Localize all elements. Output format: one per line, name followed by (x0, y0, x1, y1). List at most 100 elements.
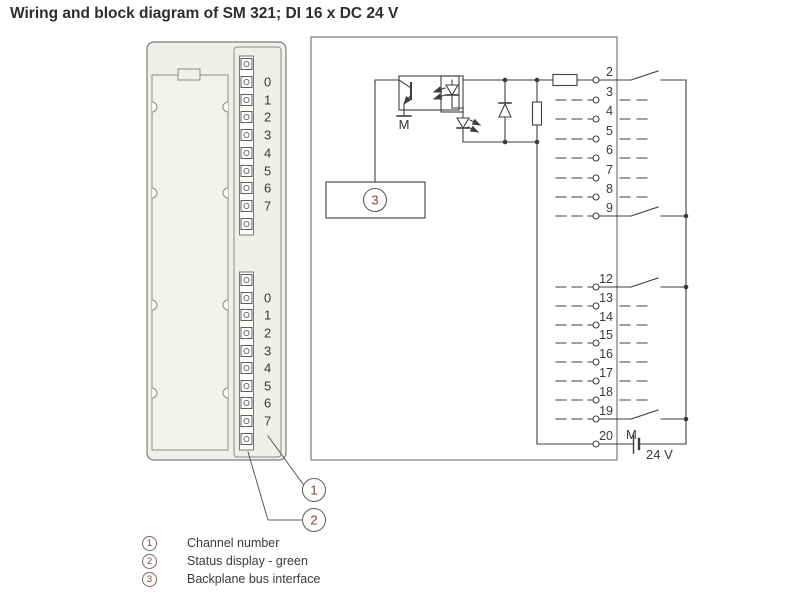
terminal-points (592, 76, 600, 448)
led-indicator (240, 362, 253, 374)
led-indicator (240, 380, 253, 392)
channel-label: 7 (264, 199, 271, 214)
legend: 1 Channel number 2 Status display - gree… (142, 534, 320, 588)
led-indicator (240, 147, 253, 159)
callout-2-leader (247, 451, 303, 521)
terminal-number: 16 (599, 347, 613, 361)
battery-24v-icon (598, 434, 687, 454)
callouts (247, 435, 326, 532)
callout-1-circle (302, 478, 326, 502)
opto-light-arrow (432, 86, 446, 93)
terminal-number: 14 (599, 310, 613, 324)
led-light-arrow (469, 118, 481, 126)
block-diagram-border (310, 36, 618, 461)
module-front-panel (151, 74, 229, 451)
callout-1-leader (267, 435, 304, 485)
led-strip-bottom (239, 271, 254, 451)
transistor-emitter (403, 94, 412, 105)
led-indicator (240, 94, 253, 106)
supply-voltage-label: 24 V (646, 447, 673, 462)
legend-item-channel-number: 1 Channel number (142, 534, 320, 552)
channel-label: 4 (264, 146, 271, 161)
channel-label: 3 (264, 344, 271, 359)
channel-label: 5 (264, 379, 271, 394)
legend-circle-3: 3 (142, 571, 157, 587)
repeated-channel-dashes-outside (619, 99, 648, 401)
junction-dots (502, 77, 689, 422)
input-resistor-vertical (531, 79, 543, 445)
callout-2-circle (302, 508, 326, 532)
module-front-view: 0 1 2 3 4 5 6 7 (146, 41, 326, 532)
repeated-channel-dashes-inside-bottom (555, 286, 593, 420)
block-diagram: M 3 2 3 4 5 6 7 8 9 12 13 14 15 16 17 18… (310, 36, 689, 462)
led-indicator (240, 327, 253, 339)
led-indicator (240, 274, 253, 286)
switch-contact-terminal-9 (598, 206, 687, 217)
panel-tab (177, 68, 201, 81)
legend-circle-1: 1 (142, 535, 157, 551)
terminal-number: 7 (606, 163, 613, 177)
terminal-number: 3 (606, 85, 613, 99)
legend-number-1: 1 (146, 537, 153, 549)
channel-label: 4 (264, 361, 271, 376)
channel-label: 2 (264, 326, 271, 341)
terminal-number: 5 (606, 124, 613, 138)
legend-item-status-display: 2 Status display - green (142, 552, 320, 570)
led-indicator (240, 200, 253, 212)
led-indicator (240, 415, 253, 427)
led-indicator (240, 58, 253, 70)
series-resistor (552, 73, 578, 87)
led-indicator (240, 218, 253, 230)
terminal-number: 2 (606, 65, 613, 79)
led-indicator (240, 182, 253, 194)
led-indicator (240, 397, 253, 409)
led-indicator (240, 292, 253, 304)
callout-1-number: 1 (310, 483, 317, 498)
terminal-number: 8 (606, 182, 613, 196)
terminal-number: 15 (599, 328, 613, 342)
channel-numbers-top: 0 1 2 3 4 5 6 7 (264, 75, 271, 214)
led-indicator (240, 309, 253, 321)
led-indicator (240, 129, 253, 141)
channel-label: 3 (264, 128, 271, 143)
legend-item-backplane-bus: 3 Backplane bus interface (142, 570, 320, 588)
terminal-number: 4 (606, 104, 613, 118)
channel-label: 6 (264, 396, 271, 411)
terminal-number-ground: 20 (599, 429, 613, 443)
channel-label: 1 (264, 308, 271, 323)
led-indicator (240, 111, 253, 123)
optocoupler (396, 75, 464, 119)
terminal-number: 18 (599, 385, 613, 399)
led-strip-top (239, 55, 254, 236)
legend-circle-2: 2 (142, 553, 157, 569)
switch-contact-terminal-2 (598, 70, 687, 81)
led-indicator (240, 433, 253, 445)
legend-label-3: Backplane bus interface (187, 572, 321, 586)
terminal-number: 19 (599, 404, 613, 418)
channel-label: 5 (264, 164, 271, 179)
opto-light-arrow (432, 93, 446, 100)
repeated-channel-dashes-inside-top (555, 99, 593, 217)
channel-label: 0 (264, 75, 271, 90)
terminal-number: 9 (606, 201, 613, 215)
channel-label: 6 (264, 181, 271, 196)
backplane-interface-box (325, 79, 426, 219)
led-indicator (240, 345, 253, 357)
panel-notches (151, 101, 229, 399)
channel-label: 1 (264, 93, 271, 108)
legend-label-1: Channel number (187, 536, 280, 550)
terminal-numbers-top: 2 3 4 5 6 7 8 9 (606, 65, 613, 215)
backplane-circle-number: 3 (371, 193, 378, 208)
terminal-numbers-bottom: 12 13 14 15 16 17 18 19 (599, 272, 613, 418)
callout-2-number: 2 (310, 513, 317, 528)
channel-label: 2 (264, 110, 271, 125)
terminal-number: 13 (599, 291, 613, 305)
channel-label: 7 (264, 414, 271, 429)
page-title: Wiring and block diagram of SM 321; DI 1… (10, 5, 399, 22)
led-light-arrow (467, 125, 479, 133)
switch-contact-terminal-12 (598, 277, 687, 288)
legend-number-2: 2 (146, 555, 153, 567)
led-indicator (240, 165, 253, 177)
